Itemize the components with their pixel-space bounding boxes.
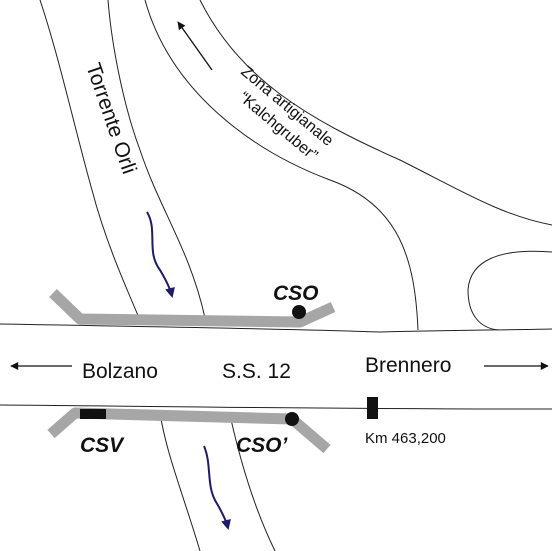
label-csv: CSV [80,434,125,457]
stream-bank-left-lower [159,411,201,551]
label-bolzano: Bolzano [82,360,158,383]
label-cso-prime: CSO’ [236,434,289,457]
pipe-lower [47,407,331,454]
road-edge-bottom [0,404,552,410]
stream-bank-left-upper [39,0,141,321]
cso-dot [292,305,306,319]
arrow-side-road [177,21,213,71]
csv-block [80,409,106,419]
flow-arrow-upstream [146,211,175,298]
side-road-corner [467,250,552,331]
label-road-name: S.S. 12 [222,360,291,383]
cso-prime-dot [285,412,299,426]
side-road-edge-right [199,0,552,226]
stream-bank-right-lower [229,414,276,551]
side-road-edge-left [144,0,419,331]
label-cso: CSO [273,282,319,305]
pipe-upper [49,289,336,328]
km-marker-post [367,397,378,419]
label-brennero: Brennero [365,354,451,377]
road-edge-top [0,323,552,333]
label-stream: Torrente Orli [81,60,140,177]
label-km-marker: Km 463,200 [365,430,446,447]
flow-arrow-downstream [203,445,231,530]
stream-bank-right-upper [107,0,206,319]
